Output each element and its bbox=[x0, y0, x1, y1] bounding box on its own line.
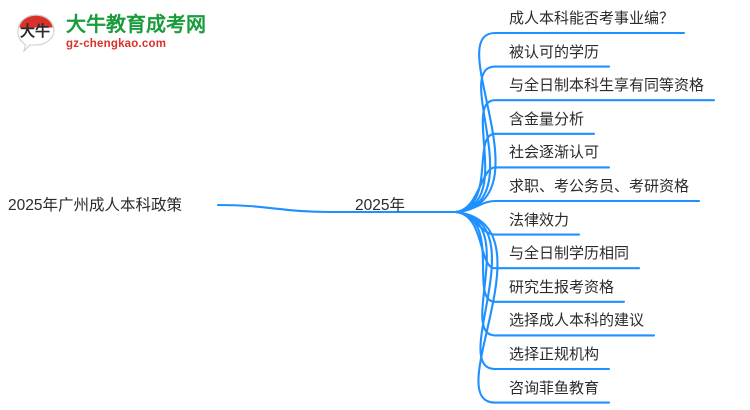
leaf-connector bbox=[454, 210, 611, 371]
dianiu-speech-bubble-logo-icon: 大牛 bbox=[14, 12, 58, 54]
leaf-connector bbox=[454, 65, 611, 214]
leaf-connector bbox=[454, 199, 701, 214]
branch-node-label[interactable]: 2025年 bbox=[355, 197, 405, 214]
leaf-node-label[interactable]: 选择成人本科的建议 bbox=[509, 312, 645, 330]
leaf-node-label[interactable]: 与全日制学历相同 bbox=[509, 245, 630, 263]
leaf-node-label[interactable]: 咨询菲鱼教育 bbox=[509, 379, 600, 397]
leaf-node-label[interactable]: 求职、考公务员、考研资格 bbox=[509, 178, 690, 195]
leaf-connector bbox=[454, 210, 626, 303]
root-connector bbox=[216, 203, 458, 214]
leaf-connector bbox=[454, 31, 686, 214]
logo-text: 大牛教育成考网 gz-chengkao.com bbox=[66, 15, 206, 51]
leaf-node-label[interactable]: 社会逐渐认可 bbox=[509, 144, 600, 162]
leaf-node-label[interactable]: 成人本科能否考事业编？ bbox=[509, 10, 675, 27]
site-logo: 大牛 大牛教育成考网 gz-chengkao.com bbox=[14, 10, 206, 56]
svg-text:大牛: 大牛 bbox=[20, 22, 50, 40]
connector-lines bbox=[216, 31, 716, 404]
leaf-node-label[interactable]: 选择正规机构 bbox=[509, 346, 600, 363]
leaf-node-label[interactable]: 法律效力 bbox=[509, 211, 570, 229]
logo-domain: gz-chengkao.com bbox=[66, 38, 167, 51]
leaf-node-label[interactable]: 与全日制本科生享有同等资格 bbox=[509, 77, 705, 95]
leaf-node-label[interactable]: 被认可的学历 bbox=[509, 43, 600, 61]
leaf-node-label[interactable]: 研究生报考资格 bbox=[509, 278, 615, 296]
logo-title: 大牛教育成考网 bbox=[66, 14, 206, 37]
root-node-label[interactable]: 2025年广州成人本科政策 bbox=[8, 197, 182, 214]
leaf-connector bbox=[454, 210, 656, 337]
leaf-connector bbox=[454, 166, 611, 214]
leaf-connector bbox=[454, 210, 611, 404]
leaf-node-label[interactable]: 含金量分析 bbox=[509, 110, 585, 128]
